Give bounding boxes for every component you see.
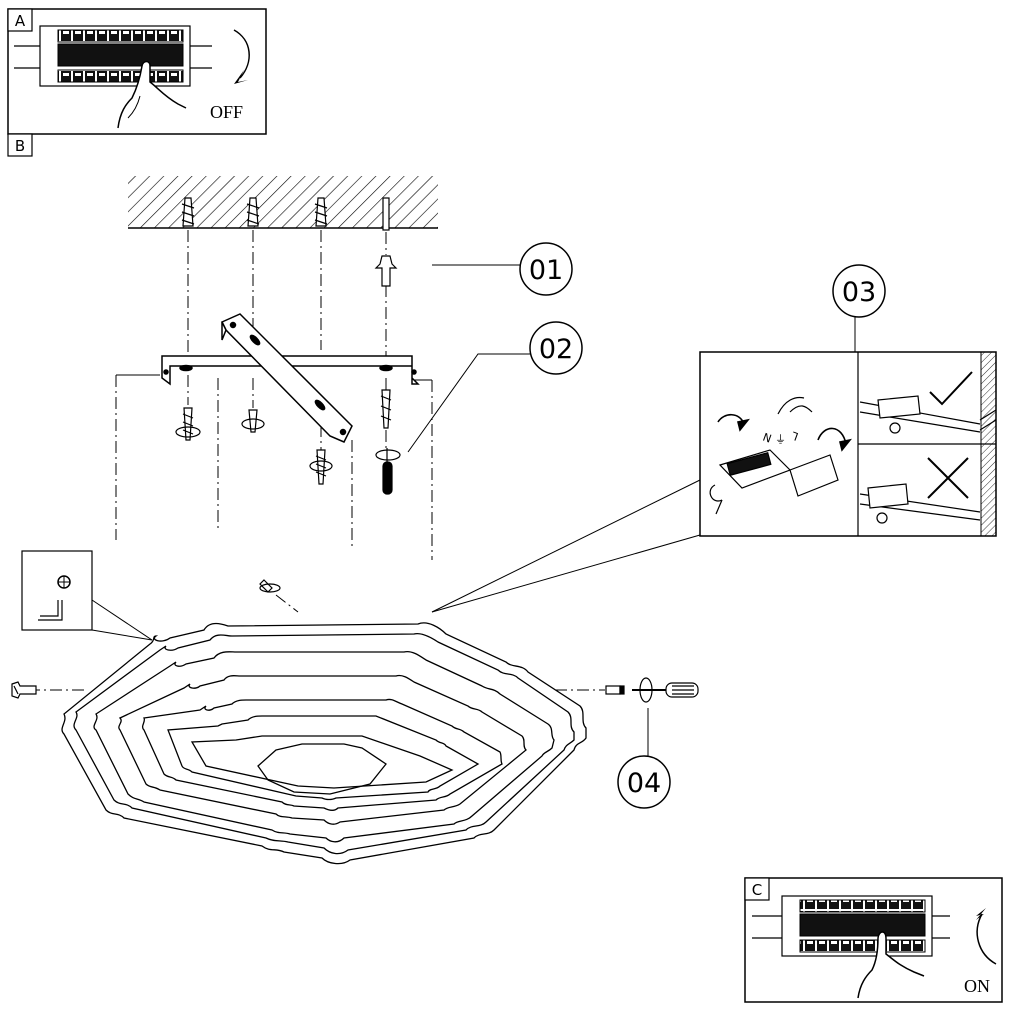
- panel-b-letter-box: [7, 133, 33, 157]
- hand-icon: [117, 60, 187, 129]
- cross-icon: [927, 457, 969, 499]
- ceiling-anchors: [181, 197, 390, 231]
- anchor-icon: [246, 197, 260, 227]
- callout-02: 02: [529, 321, 583, 375]
- off-label: OFF: [210, 102, 243, 122]
- correct-installation: [859, 371, 997, 434]
- screw-icon: [380, 389, 392, 429]
- rotate-down-arrow-icon: [233, 29, 250, 84]
- screw-detail-inset: [21, 550, 153, 641]
- rotate-up-arrow-icon: [976, 908, 997, 965]
- svg-text:01: 01: [529, 255, 563, 286]
- anchor-icon: [314, 197, 328, 227]
- screw-icons: [175, 389, 401, 495]
- check-icon: [929, 371, 973, 406]
- side-screw-left-icon: [11, 681, 37, 699]
- panel-a-letter-box: [7, 8, 33, 32]
- svg-text:02: 02: [539, 334, 573, 365]
- wire-label-l: L: [789, 428, 800, 443]
- drill-hole-icon: [382, 197, 390, 231]
- breaker-strip-icon: [14, 25, 212, 87]
- ceiling-screw-icon: [259, 579, 281, 593]
- terminal-block-icon: [709, 396, 839, 515]
- panel-a-breaker-off: A OFF: [7, 8, 267, 135]
- alignment-lines: [28, 230, 605, 691]
- wire-label-pe: ⏚: [775, 433, 786, 446]
- svg-text:03: 03: [842, 277, 876, 308]
- rotate-arrow-icon: [717, 413, 750, 432]
- panel-b-letter: B: [15, 137, 25, 155]
- leader-lines: [407, 264, 856, 765]
- panel-a-letter: A: [15, 12, 26, 30]
- panel-c-letter-box: [744, 877, 770, 901]
- screw-icon: [309, 449, 333, 485]
- on-label: ON: [964, 976, 990, 996]
- ceiling: [128, 176, 438, 229]
- side-screw-right-icon: [605, 685, 625, 695]
- wiring-detail-panel: N ⏚ L: [431, 351, 997, 613]
- hand-icon: [857, 931, 925, 999]
- breaker-strip-icon: [752, 895, 950, 957]
- callout-01: 01: [519, 242, 573, 296]
- mounting-bracket: [161, 313, 420, 443]
- screwdriver-icon: [375, 448, 401, 495]
- panel-c-breaker-on: C ON: [744, 877, 1003, 1003]
- screw-icon: [241, 409, 265, 433]
- screw-icon: [175, 407, 201, 441]
- rotate-arrow-icon: [817, 427, 852, 452]
- callout-03: 03: [832, 264, 886, 318]
- wall-plug-icon: [374, 255, 398, 287]
- ceiling-lamp: [61, 622, 587, 865]
- screwdriver-icon: [632, 677, 699, 703]
- svg-text:04: 04: [627, 768, 661, 799]
- anchor-icon: [181, 197, 195, 227]
- wrong-installation: [859, 457, 981, 524]
- panel-c-letter: C: [752, 881, 762, 899]
- callout-04: 04: [617, 755, 671, 809]
